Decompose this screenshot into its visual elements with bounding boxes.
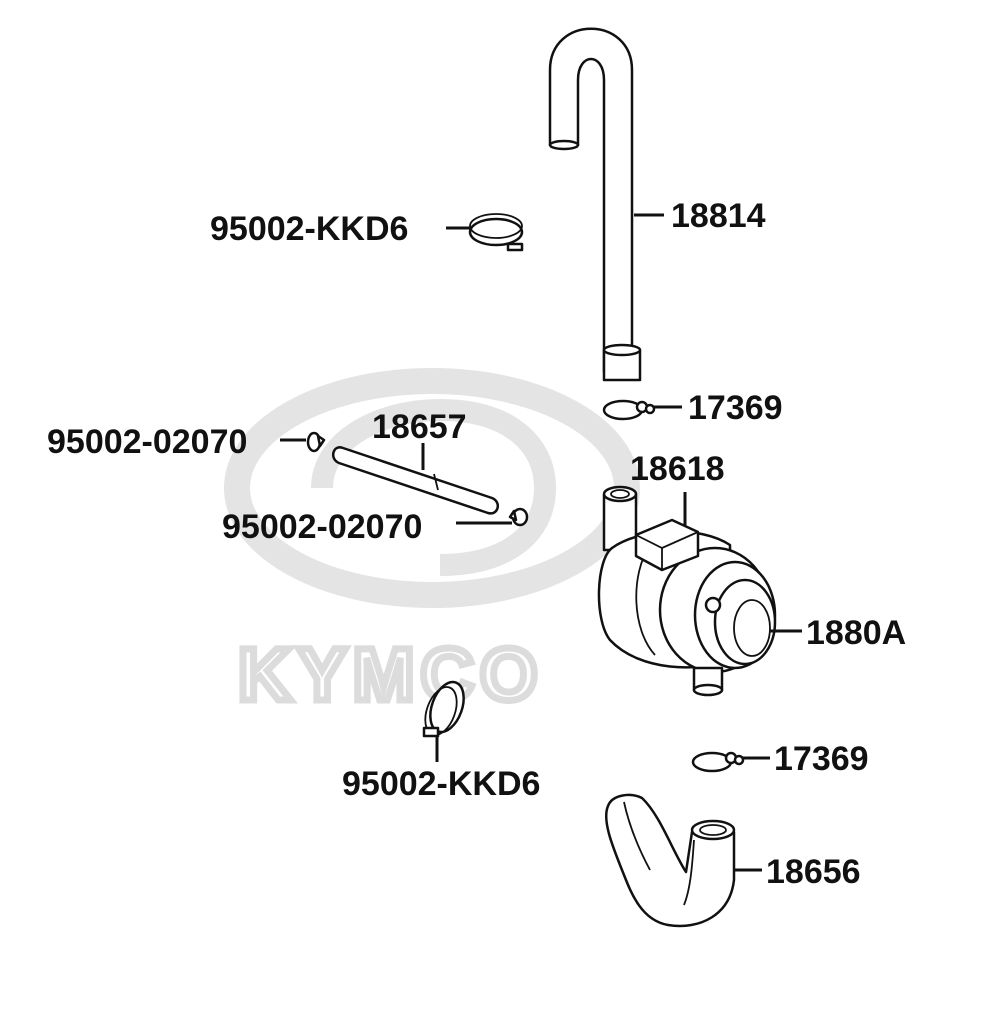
clamp-upper[interactable] (468, 213, 524, 252)
hose-upper[interactable] (548, 27, 642, 382)
label-95002-kkd6-upper: 95002-KKD6 (210, 210, 408, 248)
label-17369-upper: 17369 (688, 389, 783, 427)
label-17369-lower: 17369 (774, 740, 869, 778)
clip-lower[interactable] (691, 751, 745, 773)
watermark-brand-text: KYMCO (238, 633, 543, 716)
label-1880a: 1880A (806, 614, 906, 652)
label-18657: 18657 (372, 408, 467, 446)
clip-tube-left[interactable] (306, 431, 326, 453)
hose-lower[interactable] (604, 793, 736, 928)
clip-tube-right[interactable] (508, 507, 529, 527)
label-18656: 18656 (766, 853, 861, 891)
label-18814: 18814 (671, 197, 766, 235)
label-95002-02070-right: 95002-02070 (222, 508, 422, 546)
cover[interactable] (634, 518, 700, 572)
label-95002-02070-left: 95002-02070 (47, 423, 247, 461)
tube-small[interactable] (331, 446, 500, 515)
clamp-lower[interactable] (419, 677, 470, 739)
clip-upper[interactable] (602, 399, 656, 421)
filter-assy[interactable] (597, 485, 777, 697)
label-95002-kkd6-lower: 95002-KKD6 (342, 765, 540, 803)
label-18618: 18618 (630, 450, 725, 488)
